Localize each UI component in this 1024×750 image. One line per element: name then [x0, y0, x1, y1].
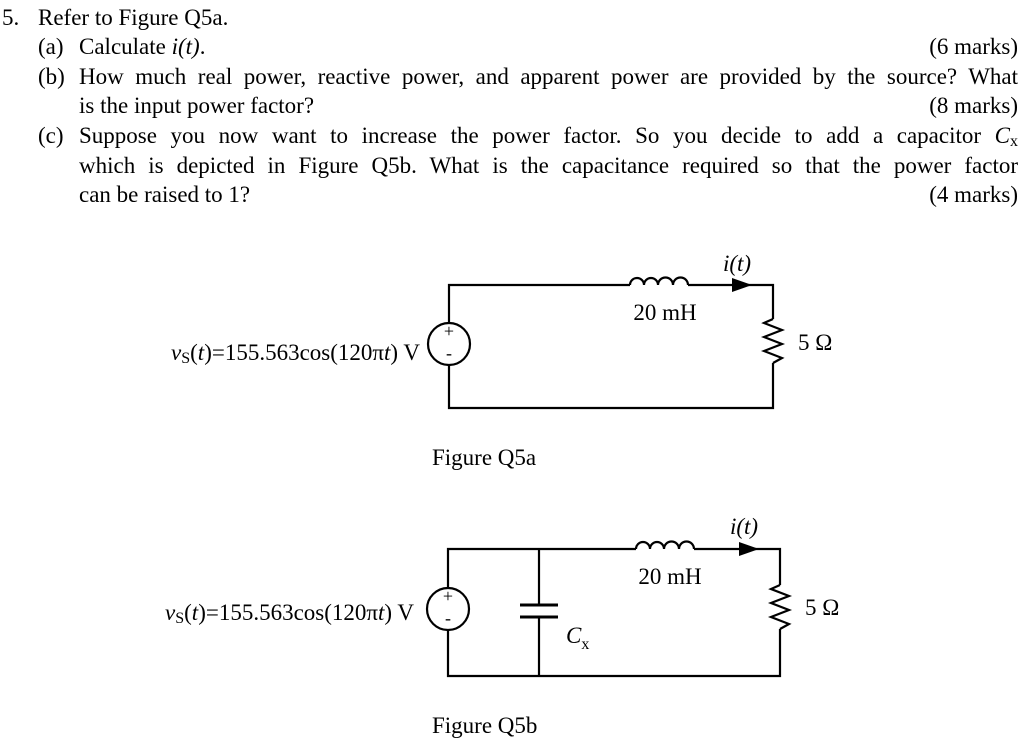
figure-b-source-sub: S: [175, 610, 185, 627]
figure-a-source-v: v: [171, 340, 182, 365]
part-b-label: (b): [38, 64, 65, 89]
figure-a-resistor: [760, 317, 786, 364]
figure-b-resistor-label: 5 Ω: [805, 595, 839, 620]
question-intro: Refer to Figure Q5a.: [38, 5, 229, 30]
figure-b-voltage-source: [425, 586, 471, 632]
figure-a-circuit: [426, 276, 786, 410]
part-c-line1: Suppose you now want to increase the pow…: [79, 121, 1018, 157]
part-a-math: i(t): [171, 34, 200, 59]
figure-a-voltage-source: [426, 321, 472, 367]
figure-a-caption: Figure Q5a: [432, 445, 537, 470]
part-a-label: (a): [38, 34, 64, 59]
figure-b-current-label: i(t): [730, 514, 758, 539]
figure-b-resistor: [767, 583, 793, 630]
part-c-symbol-main: C: [994, 123, 1010, 148]
part-a-text: Calculate i(t).: [79, 32, 205, 62]
figure-b-source-minus: -: [445, 608, 451, 628]
part-c-symbol-sub: x: [1010, 133, 1018, 150]
figure-a-source-expr: (t)=155.563cos(120πt) V: [190, 340, 420, 365]
figure-b-wire-bottom: [446, 629, 782, 678]
figure-a-source-plus: +: [444, 321, 454, 341]
figure-b-source-expr: (t)=155.563cos(120πt) V: [184, 600, 414, 625]
figure-a-current-label: i(t): [723, 251, 751, 276]
figure-b-capacitor-label: Cx: [566, 623, 589, 653]
part-c-marks: (4 marks): [929, 182, 1018, 207]
figure-b-source-expression: vS(t)=155.563cos(120πt) V: [165, 600, 414, 628]
figure-b-inductor: [634, 540, 696, 550]
figure-a-wire-top-left: [447, 283, 630, 323]
part-c-line3: can be raised to 1?: [79, 182, 251, 207]
part-c-label: (c): [38, 123, 64, 148]
figure-b-wire-top-right: [694, 547, 782, 585]
part-c-line2: which is depicted in Figure Q5b. What is…: [79, 153, 1018, 178]
figure-b-capacitor-label-main: C: [566, 623, 582, 648]
question-number: 5.: [2, 5, 20, 30]
figure-a-source-minus: -: [446, 343, 452, 363]
part-a-marks: (6 marks): [929, 34, 1018, 59]
part-b-marks: (8 marks): [929, 93, 1018, 118]
figure-a-resistor-label: 5 Ω: [798, 330, 832, 355]
part-c-line1-text: Suppose you now want to increase the pow…: [79, 123, 982, 148]
figure-b-circuit: [425, 540, 793, 678]
figure-a-wire-bottom: [447, 363, 775, 410]
figure-b-current-arrow: [739, 542, 759, 556]
part-c-symbol: Cx: [994, 123, 1018, 150]
figure-b-inductor-label: 20 mH: [638, 564, 701, 589]
figure-b-capacitor-label-sub: x: [581, 636, 589, 653]
part-b-line1: How much real power, reactive power, and…: [79, 64, 1018, 89]
figure-a-current-arrow: [732, 278, 752, 292]
part-a-post: .: [199, 34, 206, 59]
figure-b-source-v: v: [165, 600, 176, 625]
figure-a-inductor: [628, 276, 690, 286]
figure-a-source-sub: S: [181, 350, 191, 367]
figure-a-source-expression: vS(t)=155.563cos(120πt) V: [171, 340, 420, 368]
part-a-pre: Calculate: [79, 34, 172, 59]
part-b-line2: is the input power factor?: [79, 93, 315, 118]
figure-b-source-plus: +: [443, 586, 453, 606]
figure-b-wire-top-left: [446, 547, 636, 588]
figure-b-caption: Figure Q5b: [432, 713, 538, 738]
figure-a-wire-top-right: [688, 283, 775, 319]
figure-a-inductor-label: 20 mH: [633, 300, 696, 325]
